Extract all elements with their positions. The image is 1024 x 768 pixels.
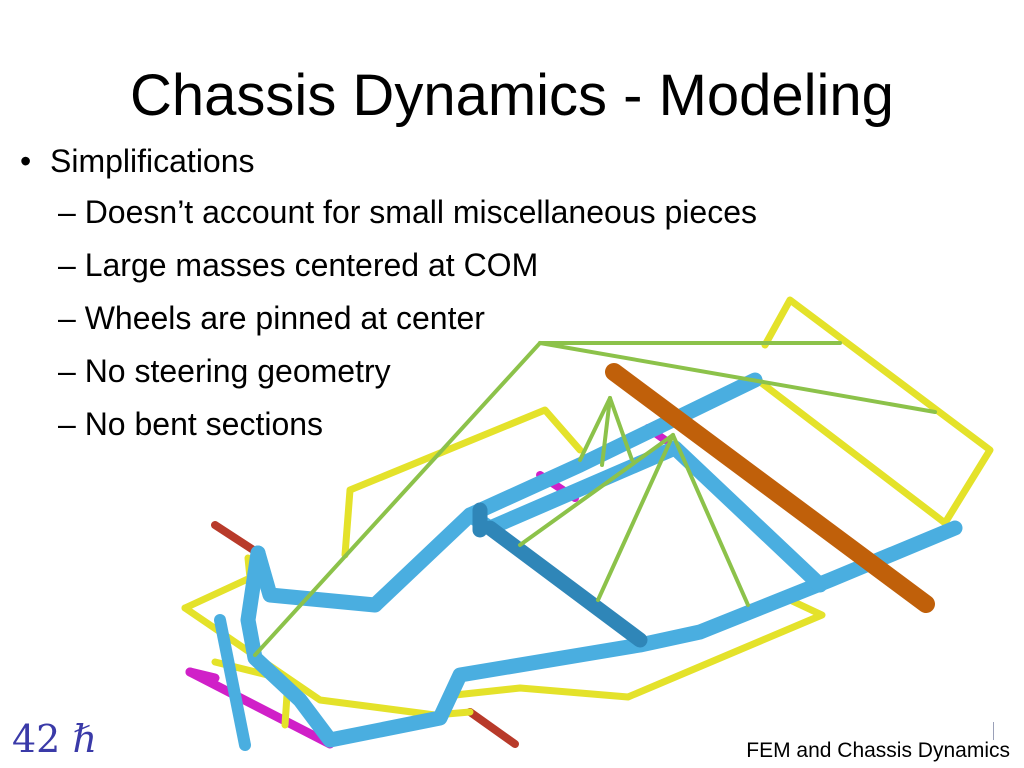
brace-member — [518, 433, 675, 547]
main-tube — [462, 440, 828, 593]
bullet-text: Simplifications — [50, 143, 255, 179]
footer-text: FEM and Chassis Dynamics — [746, 739, 1010, 762]
stub-member — [466, 708, 519, 748]
frame-rail — [181, 554, 254, 612]
page-number-value: 42 — [12, 717, 61, 761]
stub-members — [211, 521, 519, 748]
brace-member — [596, 433, 675, 602]
sub-bullet-list: – Doesn’t account for small miscellaneou… — [20, 186, 757, 451]
slide-title: Chassis Dynamics - Modeling — [130, 63, 894, 128]
brace-member — [253, 341, 542, 657]
brace-member — [538, 341, 937, 414]
sub-bullet-item: – Doesn’t account for small miscellaneou… — [58, 194, 757, 230]
frame-rail — [341, 406, 584, 559]
sub-bullet-item: – Wheels are pinned at center — [58, 300, 485, 336]
main-tube — [482, 520, 648, 648]
bullet-level-1: • Simplifications — [20, 136, 757, 186]
frame-rail — [451, 596, 826, 701]
bullet-item: • Simplifications – Doesn’t account for … — [20, 136, 757, 451]
rear-axle — [605, 363, 935, 613]
mount-member — [185, 667, 220, 683]
main-tube — [214, 614, 251, 751]
frame-rail — [751, 374, 949, 527]
bullet-marker: • — [20, 143, 32, 179]
footer-divider — [993, 722, 994, 740]
sub-bullet-item: – No steering geometry — [58, 353, 391, 389]
brace-member — [578, 396, 612, 462]
main-tubes — [214, 372, 963, 751]
brace-member — [671, 433, 750, 607]
brace-member — [608, 396, 634, 462]
sub-bullet-item: – No bent sections — [58, 406, 324, 442]
frame-rail — [761, 296, 994, 527]
bracing-members — [253, 341, 937, 657]
brace-member — [600, 396, 612, 467]
main-tube — [250, 372, 763, 613]
mount-member — [185, 667, 335, 749]
page-number: 42 ℏ — [12, 714, 97, 764]
bullet-list: • Simplifications – Doesn’t account for … — [20, 136, 757, 451]
sub-bullet-item: – Large masses centered at COM — [58, 247, 539, 283]
main-tube — [240, 520, 963, 748]
stub-member — [211, 521, 262, 557]
hbar-symbol: ℏ — [72, 717, 97, 761]
